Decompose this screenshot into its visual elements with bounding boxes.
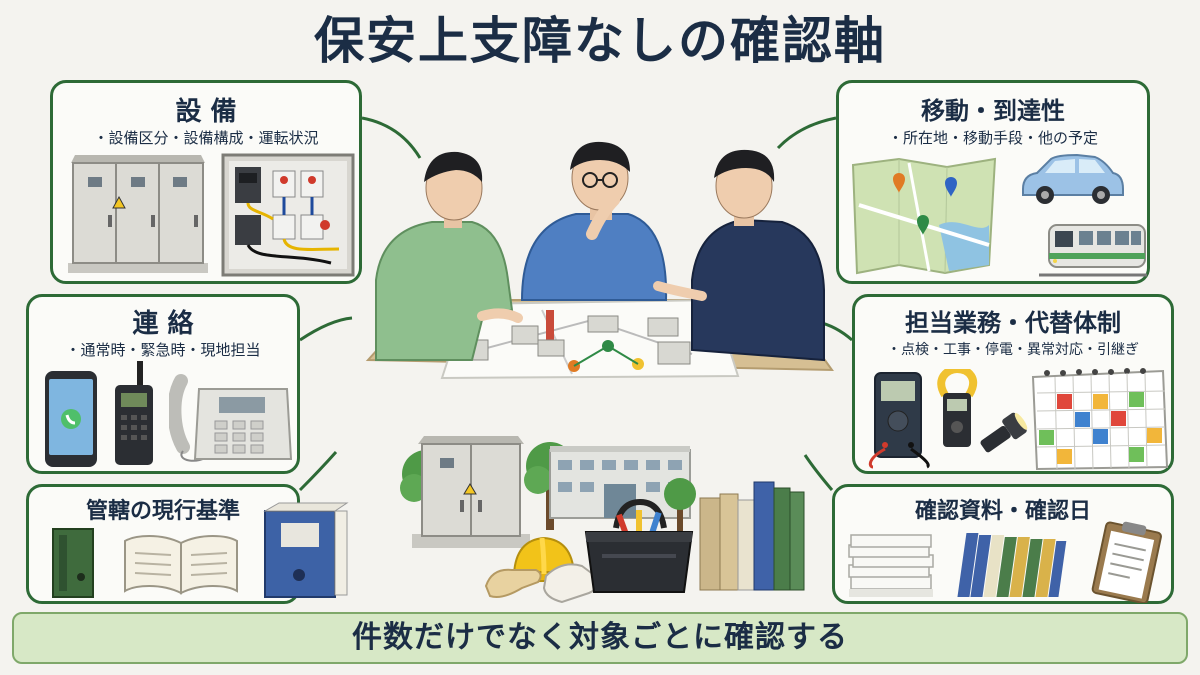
panel-mobility-items: ・所在地・移動手段・他の予定 [887, 129, 1098, 147]
map-icon [851, 157, 997, 275]
tool-bag-icon [584, 498, 694, 593]
car-icon [1022, 153, 1124, 204]
train-icon [1039, 224, 1147, 277]
binder-icon [263, 502, 349, 598]
file-binders-icon [699, 481, 805, 591]
panel-standards-title: 管轄の現行基準 [85, 499, 240, 524]
document-stack-icon [848, 534, 934, 597]
smartphone-icon [45, 371, 97, 467]
file-binders-icon [957, 533, 1067, 597]
tree-icon [664, 478, 696, 538]
panel-duties-items: ・点検・工事・停電・異常対応・引継ぎ [887, 342, 1139, 358]
connector-records [803, 454, 834, 491]
building-icon [549, 446, 691, 519]
binder-icon [52, 528, 94, 598]
cubicle-substation-icon [68, 155, 208, 273]
multimeter-icon [868, 372, 930, 469]
flashlight-icon [980, 412, 1028, 453]
panel-contact: 連 絡 ・通常時・緊急時・現地担当 [26, 294, 300, 474]
panel-duties-title: 担当業務・代替体制 [905, 309, 1121, 337]
panel-contact-title: 連 絡 [132, 309, 194, 339]
switchgear-panel-icon [221, 153, 355, 277]
connector-mobility [776, 116, 837, 150]
walkie-talkie-icon [115, 361, 153, 465]
panel-mobility: 移動・到達性 ・所在地・移動手段・他の予定 [836, 80, 1150, 284]
open-book-icon [124, 535, 238, 595]
page-title: 保安上支障なしの確認軸 [314, 12, 886, 70]
clipboard-icon [1091, 521, 1162, 603]
panel-mobility-title: 移動・到達性 [921, 97, 1065, 125]
panel-equipment: 設 備 ・設備区分・設備構成・運転状況 [50, 80, 362, 284]
clamp-meter-icon [937, 369, 978, 447]
connector-equipment [361, 116, 422, 159]
meeting-people-icon [365, 141, 834, 380]
connector-contact [299, 316, 353, 342]
cubicle-substation-icon [412, 436, 530, 548]
connector-standards [298, 451, 338, 492]
panel-duties: 担当業務・代替体制 ・点検・工事・停電・異常対応・引継ぎ [852, 294, 1174, 474]
calendar-icon [1031, 368, 1169, 471]
panel-equipment-title: 設 備 [175, 97, 237, 127]
footer-banner: 件数だけでなく対象ごとに確認する [12, 612, 1188, 664]
panel-contact-items: ・通常時・緊急時・現地担当 [65, 341, 261, 359]
panel-equipment-items: ・設備区分・設備構成・運転状況 [93, 129, 319, 147]
panel-records: 確認資料・確認日 [832, 484, 1174, 604]
panel-standards: 管轄の現行基準 [26, 484, 349, 604]
panel-records-title: 確認資料・確認日 [914, 499, 1091, 524]
desk-phone-icon [169, 374, 293, 462]
